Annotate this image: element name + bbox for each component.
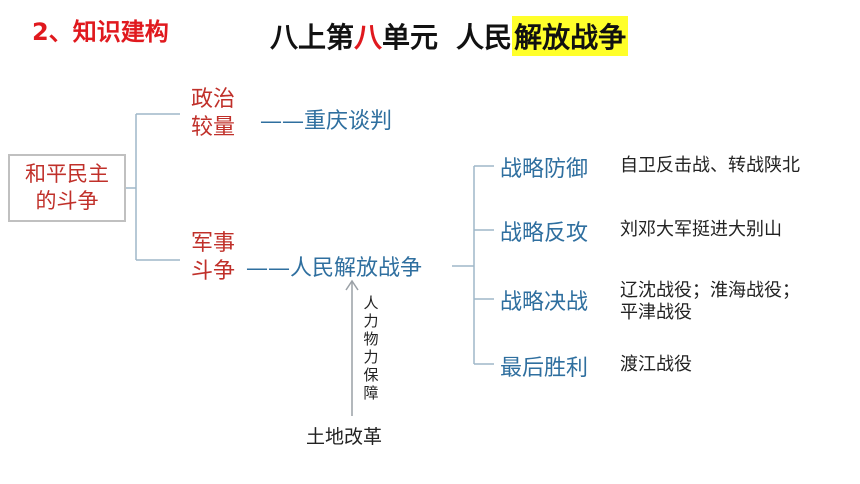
title-part-1: 八上第 [270,21,355,54]
support-char: 人 [363,294,379,312]
root-label-line1: 和平民主 [25,162,109,186]
support-char: 障 [363,384,379,402]
support-base: 土地改革 [306,426,383,448]
title-highlight: 解放战争 [512,16,629,56]
title-part-2: 单元 [382,21,439,54]
page-title: 八上第八单元人民解放战争 [270,16,629,56]
section-heading: 2、知识建构 [32,18,169,46]
support-char: 物 [363,330,379,348]
root-node: 和平民主 的斗争 [8,154,126,222]
stage-detail-3-line1: 辽沈战役；淮海战役； [620,280,800,301]
military-label-line2: 斗争 [190,259,235,284]
support-char: 保 [363,366,379,384]
military-label-line1: 军事 [190,231,235,256]
politics-result: ——重庆谈判 [260,109,393,134]
support-char: 力 [363,348,379,366]
stage-detail-3: 辽沈战役；淮海战役； 平津战役 [620,280,800,324]
stage-name-4: 最后胜利 [500,356,589,381]
military-branch: 军事 斗争 [180,230,246,286]
stage-name-3: 战略决战 [500,290,589,315]
root-label-line2: 的斗争 [35,189,99,213]
support-vertical-text: 人 力 物 力 保 障 [362,294,380,402]
stage-name-2: 战略反攻 [500,221,589,246]
support-char: 力 [363,312,379,330]
politics-label-line2: 较量 [190,115,235,140]
stage-detail-3-line2: 平津战役 [620,302,692,323]
politics-label-line1: 政治 [190,87,235,112]
title-number: 八 [354,21,383,54]
stage-detail-2: 刘邓大军挺进大别山 [620,219,782,240]
support-arrow [345,279,359,416]
stage-detail-1: 自卫反击战、转战陕北 [620,155,800,176]
stage-name-1: 战略防御 [500,157,589,182]
stage-detail-4: 渡江战役 [620,354,692,375]
title-part-3: 人民 [456,21,513,54]
politics-branch: 政治 较量 [180,86,246,142]
military-result: ——人民解放战争 [246,256,423,281]
